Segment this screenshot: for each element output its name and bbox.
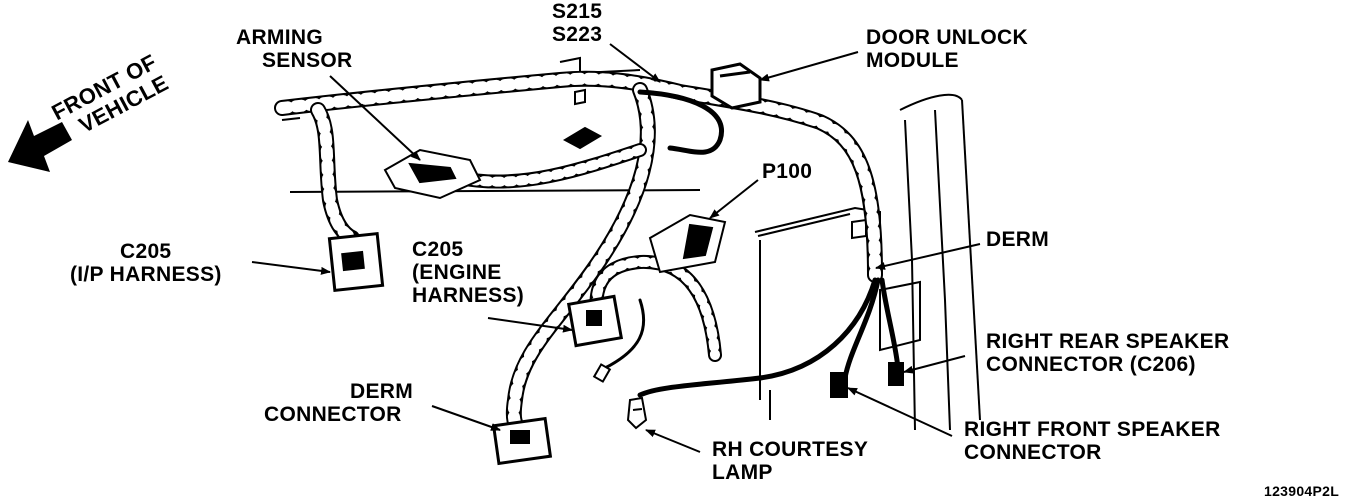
label-p100: P100	[762, 160, 812, 183]
label-rh-courtesy-lamp: RH COURTESY LAMP	[712, 438, 868, 484]
harness-wires	[603, 89, 901, 398]
label-right-front-line1: RIGHT FRONT SPEAKER	[964, 418, 1221, 441]
label-right-front-speaker: RIGHT FRONT SPEAKER CONNECTOR	[964, 418, 1221, 464]
label-c205-engine-line1: C205	[412, 238, 464, 261]
label-c205-engine-line2: (ENGINE	[412, 261, 502, 284]
connector-right-rear-speaker	[888, 362, 904, 386]
rh-courtesy-lamp-bulb	[592, 363, 648, 430]
connector-c205-engine	[566, 294, 624, 348]
p100-connector	[648, 213, 727, 274]
label-derm: DERM	[986, 228, 1049, 251]
label-right-rear-line1: RIGHT REAR SPEAKER	[986, 330, 1230, 353]
label-arming-sensor-line2: SENSOR	[262, 49, 353, 72]
label-right-rear-line2: CONNECTOR (C206)	[986, 353, 1196, 376]
label-c205-ip-line1: C205	[120, 240, 172, 263]
label-p100-text: P100	[762, 160, 813, 183]
label-c205-engine: C205 (ENGINE HARNESS)	[412, 238, 524, 307]
label-derm-connector: DERM CONNECTOR	[264, 380, 413, 426]
label-c205-ip-line2: (I/P HARNESS)	[70, 263, 222, 286]
figure-id-text: 123904P2L	[1264, 483, 1340, 499]
connector-right-front-speaker	[830, 372, 848, 398]
label-right-front-line2: CONNECTOR	[964, 441, 1102, 464]
connector-c205-ip	[327, 231, 385, 293]
label-s215: S215	[552, 0, 603, 23]
label-arming-sensor: ARMING SENSOR	[236, 26, 353, 72]
label-door-unlock-line1: DOOR UNLOCK	[866, 26, 1028, 49]
arming-sensor-box	[383, 148, 482, 200]
label-c205-engine-line3: HARNESS)	[412, 284, 525, 307]
label-s215-s223: S215 S223	[552, 0, 602, 46]
front-arrow-icon	[8, 120, 72, 172]
label-arming-sensor-line1: ARMING	[236, 26, 323, 49]
figure-id: 123904P2L	[1264, 483, 1339, 499]
label-right-rear-speaker: RIGHT REAR SPEAKER CONNECTOR (C206)	[986, 330, 1229, 376]
label-derm-connector-line2: CONNECTOR	[264, 403, 402, 426]
label-derm-text: DERM	[986, 228, 1050, 251]
harness-main	[274, 70, 883, 438]
label-rh-courtesy-line1: RH COURTESY	[712, 438, 869, 461]
label-rh-courtesy-line2: LAMP	[712, 461, 773, 484]
label-door-unlock-module: DOOR UNLOCK MODULE	[866, 26, 1028, 72]
label-s223: S223	[552, 23, 603, 46]
connector-derm	[491, 416, 553, 466]
label-door-unlock-line2: MODULE	[866, 49, 959, 72]
leader-lines	[251, 43, 981, 453]
label-c205-ip: C205 (I/P HARNESS)	[70, 240, 222, 286]
label-derm-connector-line1: DERM	[350, 380, 414, 403]
door-unlock-module-box	[710, 62, 762, 110]
